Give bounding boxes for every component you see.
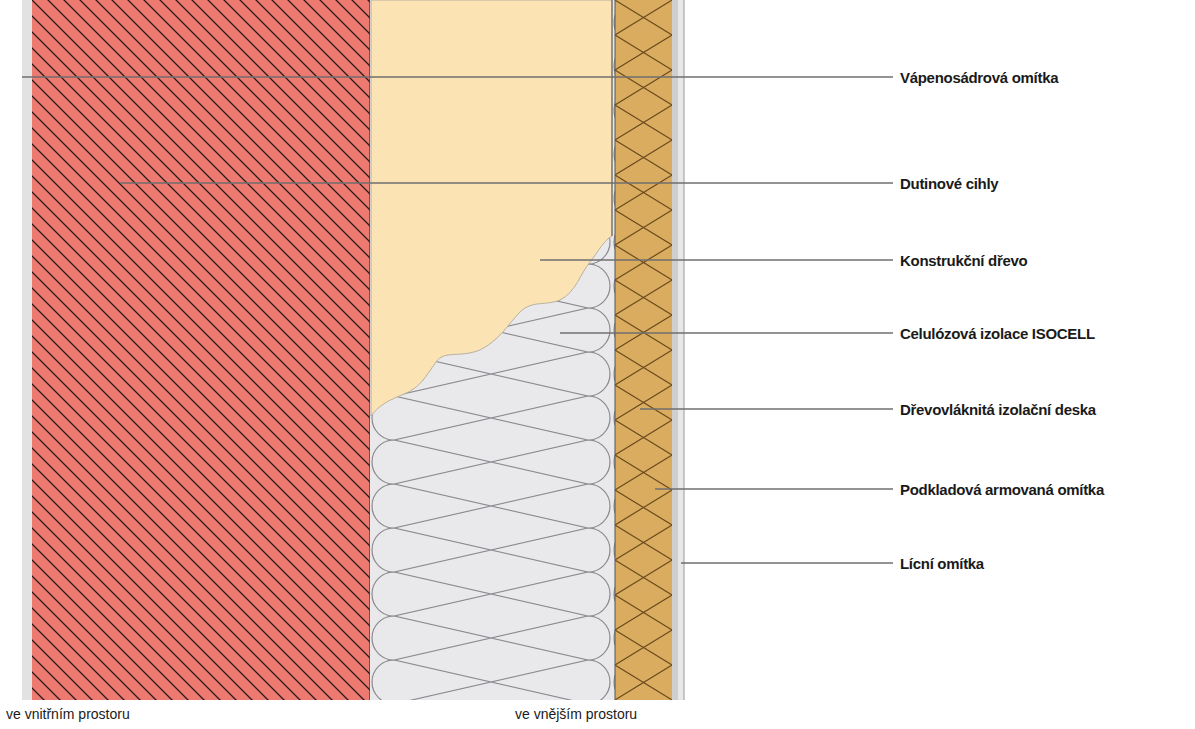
callout-label: Podkladová armovaná omítka: [900, 481, 1104, 498]
callout-label: Dutinové cihly: [900, 175, 998, 192]
base-render: [672, 0, 678, 700]
side-label: ve vnitřním prostoru: [6, 706, 130, 722]
timber-cutaway: [371, 0, 612, 416]
cellulose-symbol: [370, 0, 615, 700]
callout-label: Konstrukční dřevo: [900, 252, 1027, 269]
callout-label: Dřevovláknitá izolační deska: [900, 401, 1096, 418]
cellulose-layer: [370, 0, 615, 700]
fibre-board-symbol: [615, 0, 672, 700]
callout-label: Celulózová izolace ISOCELL: [900, 325, 1095, 342]
leader-lines: [22, 77, 893, 563]
brick-hatch: [32, 0, 370, 700]
fibre-board: [615, 0, 672, 700]
brick-layer: [32, 0, 370, 700]
callout-label: Lícní omítka: [900, 555, 984, 572]
finish-render: [678, 0, 684, 700]
side-label: ve vnějším prostoru: [515, 706, 637, 722]
callout-label: Vápenosádrová omítka: [900, 69, 1058, 86]
interior-plaster: [22, 0, 32, 700]
